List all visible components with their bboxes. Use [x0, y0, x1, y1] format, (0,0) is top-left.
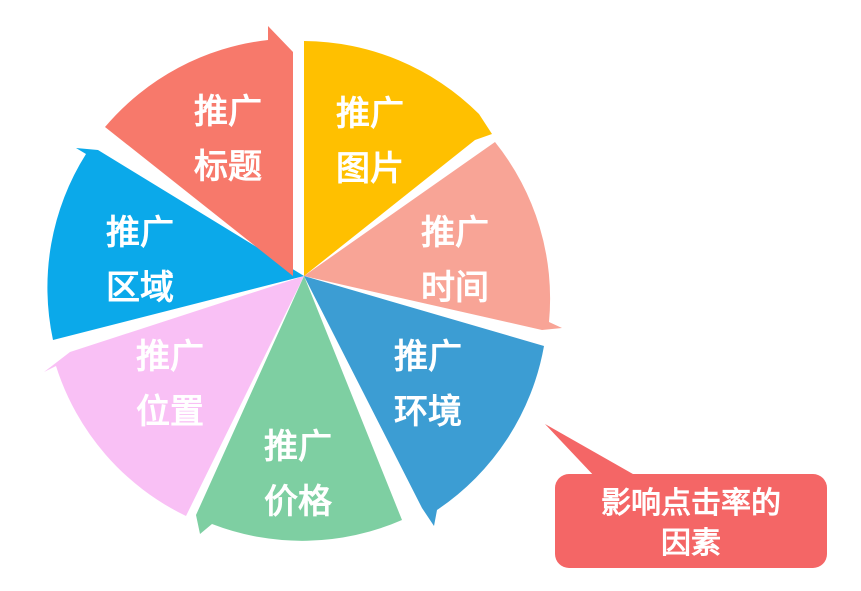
- segment-label-line2: 标题: [194, 147, 262, 187]
- segment-shape: [105, 26, 293, 276]
- segment-label-line1: 推广: [136, 337, 204, 377]
- segment-label-line2: 时间: [421, 268, 489, 308]
- segment-label-line2: 图片: [336, 149, 404, 189]
- segment-label-line1: 推广: [394, 337, 462, 377]
- segment-label-line1: 推广: [194, 92, 262, 132]
- segment-label-line2: 价格: [264, 482, 333, 522]
- callout-line1: 影响点击率的: [601, 486, 781, 521]
- segment-shijian: 推广 时间: [304, 142, 562, 330]
- segment-label-line2: 环境: [394, 392, 462, 432]
- segment-label-line2: 位置: [136, 392, 204, 432]
- segment-shape: [304, 142, 562, 330]
- segment-label-line1: 推广: [421, 213, 489, 253]
- segment-label-line1: 推广: [106, 213, 174, 253]
- callout-line2: 因素: [661, 526, 721, 561]
- segment-shape: [196, 276, 402, 541]
- segment-shape: [44, 276, 304, 516]
- callout-pointer: [545, 424, 640, 478]
- segment-label-line2: 区域: [106, 268, 174, 308]
- segment-shape: [304, 41, 492, 276]
- segment-shape: [304, 276, 544, 526]
- segment-label-line1: 推广: [264, 427, 332, 467]
- segment-shape: [47, 148, 305, 340]
- segment-huanjing: 推广 环境: [304, 276, 544, 526]
- callout: 影响点击率的 因素: [545, 424, 827, 568]
- segment-biaoti: 推广 标题: [105, 26, 293, 276]
- segment-tupian: 推广 图片: [304, 41, 492, 276]
- callout-box: [555, 474, 827, 568]
- segment-jiage: 推广 价格: [196, 276, 402, 541]
- segment-weizhi: 推广 位置: [44, 276, 304, 516]
- segment-label-line1: 推广: [336, 94, 404, 134]
- segment-quyu: 推广 区域: [47, 148, 305, 340]
